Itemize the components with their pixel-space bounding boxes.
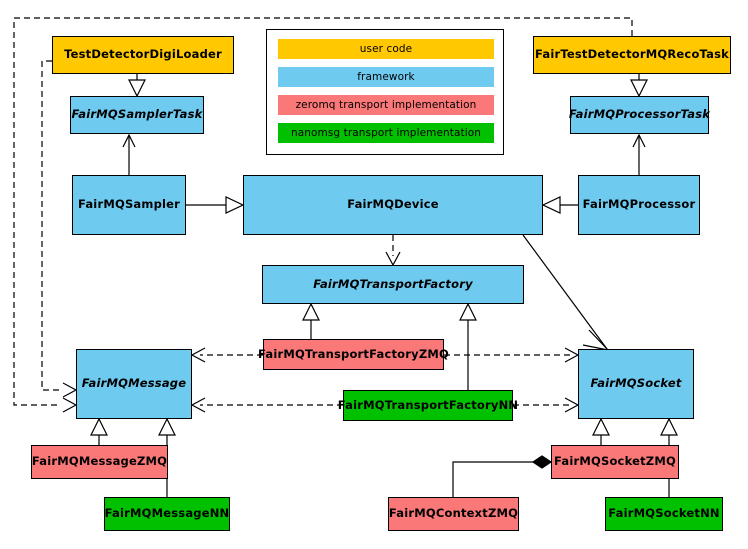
class-node-FairMQProcessor[interactable]: FairMQProcessor (578, 175, 700, 235)
class-node-FairMQSampler[interactable]: FairMQSampler (72, 175, 186, 235)
class-node-FairMQTransportFactoryNN[interactable]: FairMQTransportFactoryNN (338, 390, 518, 421)
edge-recotask-to-processortask (630, 74, 648, 98)
edge-device-to-socket (522, 234, 610, 351)
edge-factorynn-to-message (190, 397, 343, 413)
legend: user code framework zeromq transport imple… (266, 29, 504, 155)
legend-item-framework: framework (278, 67, 494, 87)
legend-item-zeromq: zeromq transport implementation (278, 95, 494, 115)
class-node-FairMQSocketZMQ[interactable]: FairMQSocketZMQ (551, 445, 679, 479)
edge-factoryzmq-to-factory (302, 302, 320, 339)
legend-item-user-code: user code (278, 39, 494, 59)
class-node-FairTestDetectorMQRecoTask[interactable]: FairTestDetectorMQRecoTask (533, 36, 731, 74)
class-node-FairMQSocketNN[interactable]: FairMQSocketNN (605, 497, 723, 531)
edge-factorynn-to-socket (513, 397, 580, 413)
legend-item-nanomsg: nanomsg transport implementation (278, 123, 494, 143)
edge-factorynn-to-factory (459, 302, 477, 390)
class-node-FairMQTransportFactory[interactable]: FairMQTransportFactory (262, 265, 524, 304)
class-node-FairMQDevice[interactable]: FairMQDevice (243, 175, 543, 235)
edge-factoryzmq-to-message (190, 347, 263, 363)
class-node-FairMQSocket[interactable]: FairMQSocket (578, 349, 694, 419)
edge-sampler-to-device (186, 196, 245, 214)
class-node-FairMQSamplerTask[interactable]: FairMQSamplerTask (70, 96, 204, 134)
edge-device-to-transportfactory (385, 235, 401, 267)
class-node-TestDetectorDigiLoader[interactable]: TestDetectorDigiLoader (52, 36, 234, 74)
edge-sampler-to-samplertask (122, 133, 136, 175)
class-node-FairMQMessage[interactable]: FairMQMessage (76, 349, 192, 419)
edge-contextzmq-to-socketzmq (452, 455, 553, 497)
edge-factoryzmq-to-socket (444, 347, 580, 363)
edge-digiloader-to-samplertask (128, 74, 146, 98)
class-node-FairMQProcessorTask[interactable]: FairMQProcessorTask (569, 96, 710, 134)
edge-messagezmq-to-message (90, 417, 108, 445)
edge-processor-to-device (541, 196, 578, 214)
edge-socketzmq-to-socket (592, 417, 610, 445)
class-node-FairMQContextZMQ[interactable]: FairMQContextZMQ (388, 497, 519, 531)
class-node-FairMQMessageNN[interactable]: FairMQMessageNN (104, 497, 230, 531)
class-node-FairMQMessageZMQ[interactable]: FairMQMessageZMQ (31, 445, 168, 479)
class-node-FairMQTransportFactoryZMQ[interactable]: FairMQTransportFactoryZMQ (258, 339, 449, 370)
edge-processor-to-processortask (632, 133, 646, 175)
